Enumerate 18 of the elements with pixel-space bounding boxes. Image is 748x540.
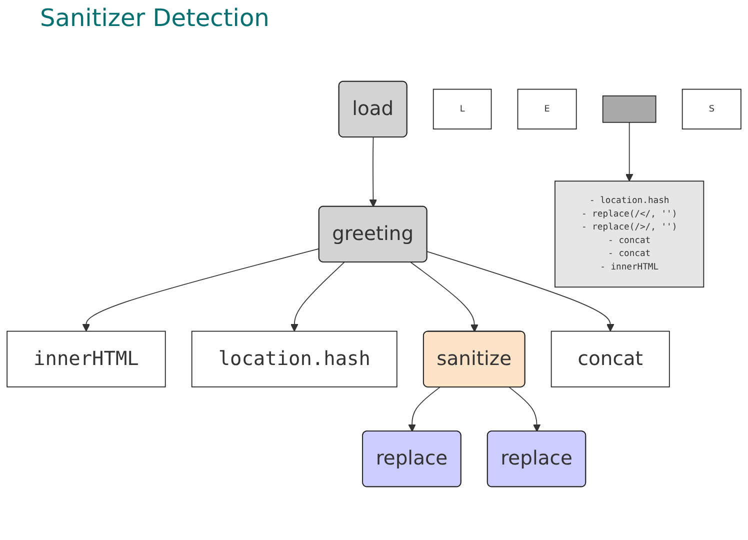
arrow: [625, 122, 634, 182]
arrow: [369, 136, 378, 208]
node-box: [550, 330, 670, 388]
diagram-title: Sanitizer Detection: [40, 4, 270, 34]
arrow: [410, 262, 478, 332]
node-box: [191, 330, 398, 388]
arrow: [82, 248, 320, 332]
arrow: [508, 386, 541, 432]
node-box: [517, 88, 577, 130]
node-box: [682, 88, 742, 130]
node-box: [6, 330, 166, 388]
node-box: [432, 88, 492, 130]
arrow: [290, 262, 345, 332]
flowchart-drawing: load greeting innerHTML location.hash sanitize concat replace replace - location.hash - replace(/</, '') - replace(/>/, '') - concat - concat - innerHTML L E S: [0, 34, 748, 534]
arrow: [408, 386, 440, 432]
node-box: [554, 180, 704, 288]
node-box: [602, 95, 656, 123]
arrow: [426, 251, 614, 332]
